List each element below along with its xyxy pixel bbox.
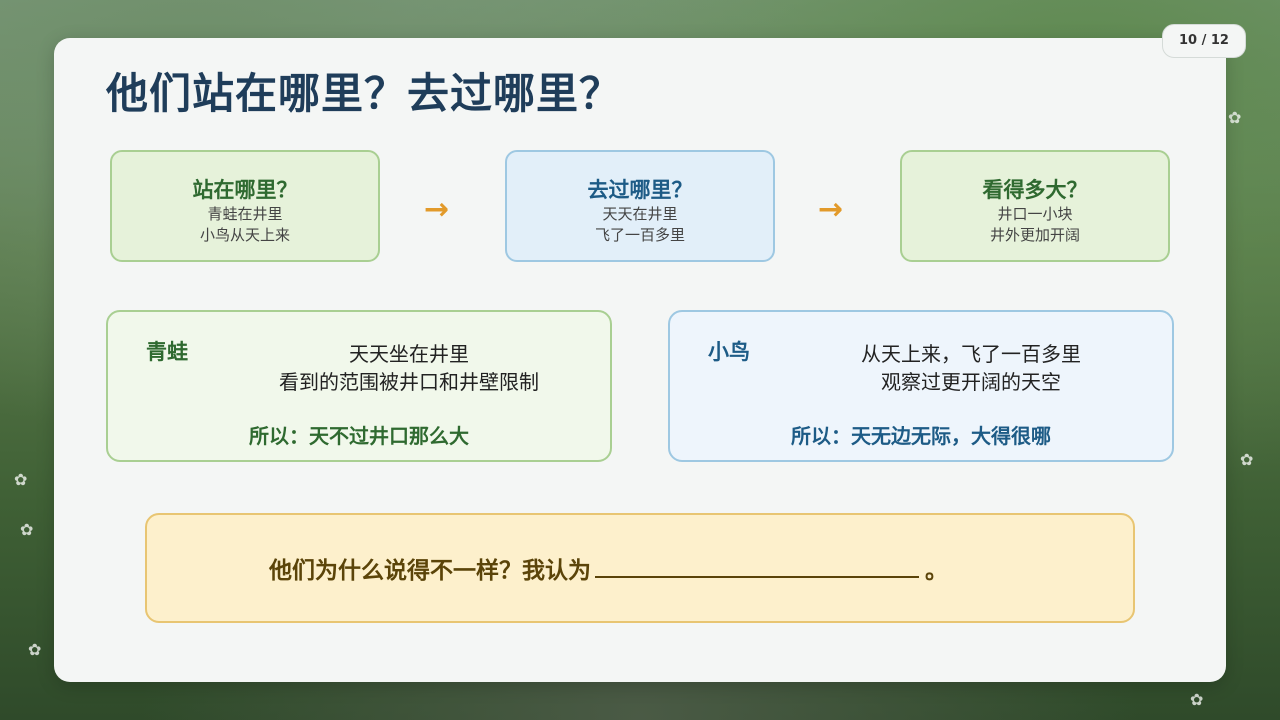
frog-line: 看到的范围被井口和井壁限制 xyxy=(279,370,539,394)
step-line: 小鸟从天上来 xyxy=(199,226,290,244)
discussion-prompt-box: 他们为什么说得不一样？我认为 。 xyxy=(145,513,1135,623)
bird-conclusion: 所以：天无边无际，大得很哪 xyxy=(791,424,1051,448)
answer-blank xyxy=(595,554,919,578)
frog-conclusion: 所以：天不过井口那么大 xyxy=(249,424,469,448)
step-line: 井外更加开阔 xyxy=(989,226,1080,244)
prompt-end: 。 xyxy=(925,558,948,584)
prompt-question: 他们为什么说得不一样？我认为 xyxy=(269,558,591,584)
discussion-prompt: 他们为什么说得不一样？我认为 。 xyxy=(269,551,948,585)
bird-line: 观察过更开阔的天空 xyxy=(881,370,1061,394)
step-line: 青蛙在井里 xyxy=(207,205,283,223)
step-title: 去过哪里？ xyxy=(587,178,693,202)
bird-label: 小鸟 xyxy=(708,340,750,364)
frog-label: 青蛙 xyxy=(146,340,188,364)
frog-line: 天天坐在井里 xyxy=(349,342,469,366)
bird-description: 从天上来，飞了一百多里 观察过更开阔的天空 xyxy=(790,340,1152,396)
step-box-where-been: 去过哪里？ 天天在井里 飞了一百多里 xyxy=(505,150,775,262)
bird-detail-box: 小鸟 从天上来，飞了一百多里 观察过更开阔的天空 所以：天无边无际，大得很哪 xyxy=(668,310,1174,462)
step-box-where-standing: 站在哪里？ 青蛙在井里 小鸟从天上来 xyxy=(110,150,380,262)
step-line: 井口一小块 xyxy=(997,205,1073,223)
step-box-how-big: 看得多大？ 井口一小块 井外更加开阔 xyxy=(900,150,1170,262)
bird-line: 从天上来，飞了一百多里 xyxy=(861,342,1081,366)
arrow-right-icon: → xyxy=(818,192,844,227)
step-line: 天天在井里 xyxy=(602,205,678,223)
frog-description: 天天坐在井里 看到的范围被井口和井壁限制 xyxy=(228,340,590,396)
step-title: 看得多大？ xyxy=(982,178,1088,202)
step-title: 站在哪里？ xyxy=(192,178,298,202)
page-title: 他们站在哪里？去过哪里？ xyxy=(106,69,623,118)
page-counter: 10 / 12 xyxy=(1162,24,1246,58)
arrow-right-icon: → xyxy=(424,192,450,227)
step-line: 飞了一百多里 xyxy=(594,226,685,244)
frog-detail-box: 青蛙 天天坐在井里 看到的范围被井口和井壁限制 所以：天不过井口那么大 xyxy=(106,310,612,462)
